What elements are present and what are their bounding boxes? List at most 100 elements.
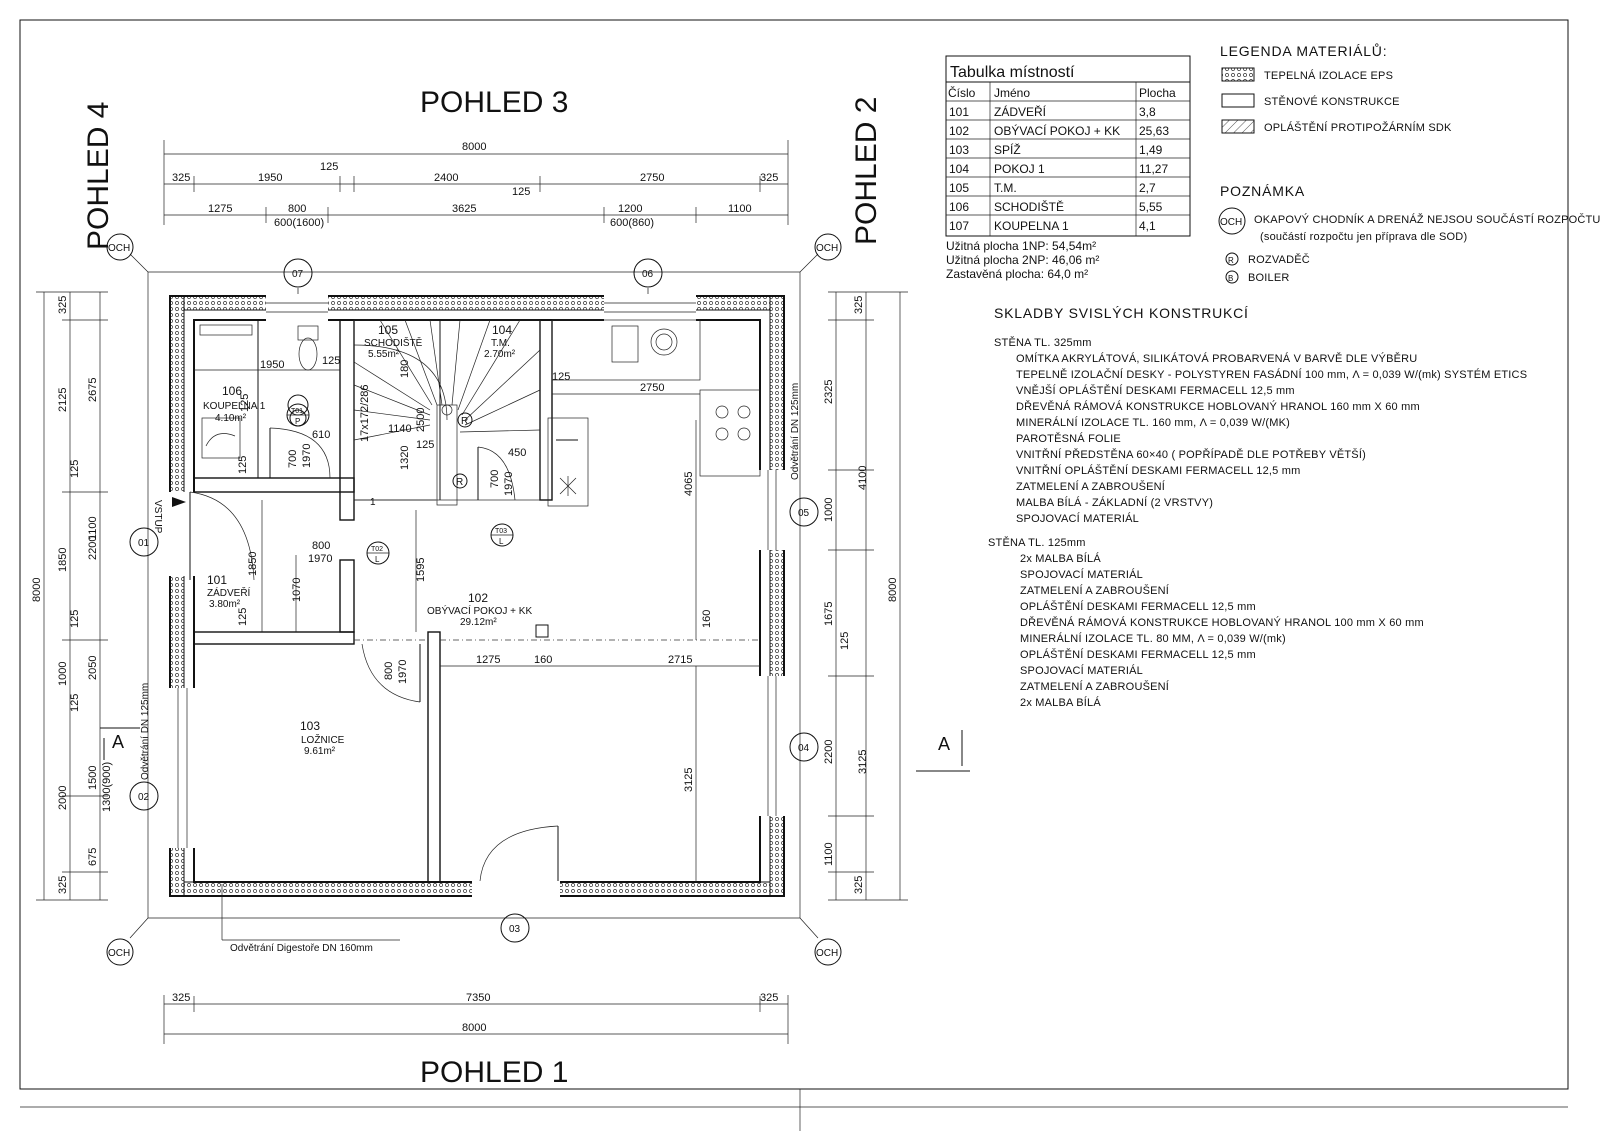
dim-text: 1850 [247, 552, 259, 576]
dim-text: 2200 [87, 536, 99, 560]
dim-text: 2750 [640, 382, 664, 394]
dim-text: 7350 [466, 992, 490, 1004]
dim-text: 1970 [503, 472, 515, 496]
view-label-left: POHLED 4 [82, 102, 115, 250]
door-tag-type: P [295, 417, 300, 426]
entry-label: VSTUP [152, 500, 163, 534]
dim-text: 3125 [683, 768, 695, 792]
dim-text: 450 [508, 447, 526, 459]
room-table-cell: 102 [949, 124, 969, 138]
room-table-cell: 3,8 [1139, 105, 1156, 119]
dim-text: 1000 [823, 498, 835, 522]
view-label-bottom: POHLED 1 [420, 1056, 568, 1089]
note-section: POZNÁMKA OCH OKAPOVÝ CHODNÍK A DRENÁŽ NE… [1218, 183, 1600, 284]
room-number: 102 [468, 591, 488, 605]
room-table-header: Jméno [994, 86, 1030, 100]
room-number: 104 [492, 323, 512, 337]
legend-item: STĚNOVÉ KONSTRUKCE [1264, 95, 1400, 108]
dim-text: 2000 [57, 786, 69, 810]
dim-text: 800 [288, 203, 306, 215]
area-summary: Užitná plocha 2NP: 46,06 m² [946, 253, 1099, 267]
room-table-cell: 106 [949, 200, 969, 214]
room-area: 3.80m² [209, 599, 241, 610]
wall2-layer: MINERÁLNÍ IZOLACE TL. 80 MM, Λ = 0,039 W… [1020, 632, 1286, 645]
room-table-cell: 1,49 [1139, 143, 1163, 157]
dim-top-total: 8000 [462, 141, 486, 153]
door-tag-type: L [499, 537, 504, 546]
dim-text: 4065 [683, 472, 695, 496]
dim-text: 1850 [57, 548, 69, 572]
room-table-cell: 4,1 [1139, 219, 1156, 233]
room-table-cell: 105 [949, 181, 969, 195]
dim-text: 2325 [823, 380, 835, 404]
section-marker-right: A [938, 734, 950, 754]
dim-text: 1100 [87, 516, 99, 540]
door-swings [189, 427, 559, 882]
legend-title: LEGENDA MATERIÁLŮ: [1220, 42, 1387, 59]
dim-text: 600(1600) [274, 217, 324, 229]
room-name: OBÝVACÍ POKOJ + KK [427, 604, 532, 617]
room-table-cell: SCHODIŠTĚ [994, 199, 1064, 214]
room-table-cell: POKOJ 1 [994, 162, 1045, 176]
dim-text: 125 [322, 355, 340, 367]
axis-markers: 07 06 01 02 03 04 05 [129, 258, 819, 943]
legend-item: TEPELNÁ IZOLACE EPS [1264, 69, 1393, 82]
right-dimensions: 325 2325 4100 1000 1675 125 2200 3125 11… [823, 291, 908, 901]
room-table-header: Číslo [948, 85, 976, 100]
wall2-layer: SPOJOVACÍ MATERIÁL [1020, 664, 1143, 677]
dim-text: 1140 [388, 423, 412, 435]
room-table-cell: T.M. [994, 181, 1017, 195]
wall1-layer: SPOJOVACÍ MATERIÁL [1016, 512, 1139, 525]
och-lines [129, 253, 819, 939]
dim-text: 700 [489, 470, 501, 488]
wall-compositions: SKLADBY SVISLÝCH KONSTRUKCÍ STĚNA TL. 32… [988, 305, 1527, 709]
dim-text: 1300(900) [101, 762, 113, 812]
room-labels: 106 KOUPELNA 1 4.10m² 105 SCHODIŠTĚ 5.55… [203, 323, 532, 757]
dim-text: 325 [172, 172, 190, 184]
dim-text: 325 [853, 876, 865, 894]
dim-text: 800 [312, 540, 330, 552]
dim-text: 1595 [415, 558, 427, 582]
dim-text: 1950 [260, 359, 284, 371]
dim-text: 125 [69, 610, 81, 628]
door-tag-id: T03 [495, 528, 507, 535]
room-name: KOUPELNA 1 [203, 401, 266, 412]
axis-marker [129, 781, 159, 811]
exterior-walls [169, 295, 785, 897]
dim-text: 325 [760, 172, 778, 184]
wall2-layer: OPLÁŠTĚNÍ DESKAMI FERMACELL 12,5 mm [1020, 600, 1256, 613]
legend-swatch-wall [1221, 93, 1255, 108]
legend-item: OPLÁŠTĚNÍ PROTIPOŽÁRNÍM SDK [1264, 121, 1452, 134]
top-dimensions: 8000 325 1950 125 2400 2750 325 125 1275… [163, 140, 789, 229]
room-name: SCHODIŠTĚ [364, 336, 423, 349]
view-label-right: POHLED 2 [850, 97, 883, 245]
room-table-cell: 104 [949, 162, 969, 176]
wall2-layer: 2x MALBA BÍLÁ [1020, 696, 1101, 709]
door-tag-id: T01 [291, 408, 303, 415]
note-b-symbol: B [1228, 274, 1233, 283]
dim-text: 2715 [668, 654, 692, 666]
room-table-cell: 107 [949, 219, 969, 233]
room-number: 106 [222, 384, 242, 398]
room-table-cell: 2,7 [1139, 181, 1156, 195]
och-markers: OCH OCH OCH OCH [106, 233, 842, 966]
room-table-cell: ZÁDVEŘÍ [994, 104, 1047, 119]
room-table-cell: 5,55 [1139, 200, 1163, 214]
room-table: Tabulka místností Číslo Jméno Plocha 101… [945, 55, 1191, 281]
dim-text: 1070 [291, 578, 303, 602]
dim-text: 325 [760, 992, 778, 1004]
bathroom-fixtures [199, 324, 319, 459]
dim-left-total: 8000 [31, 578, 43, 602]
dim-text: 1100 [728, 203, 752, 215]
dim-text: 2500 [415, 408, 427, 432]
axis-label: 02 [138, 792, 150, 803]
legend-swatch-eps [1221, 67, 1255, 82]
kitchen-fixtures [535, 319, 761, 638]
dim-text: 1970 [397, 660, 409, 684]
dim-text: 4100 [857, 466, 869, 490]
dim-text: 2200 [823, 740, 835, 764]
dim-text: 800 [383, 662, 395, 680]
dim-text: 160 [701, 610, 713, 628]
dim-text: 1100 [823, 842, 835, 866]
